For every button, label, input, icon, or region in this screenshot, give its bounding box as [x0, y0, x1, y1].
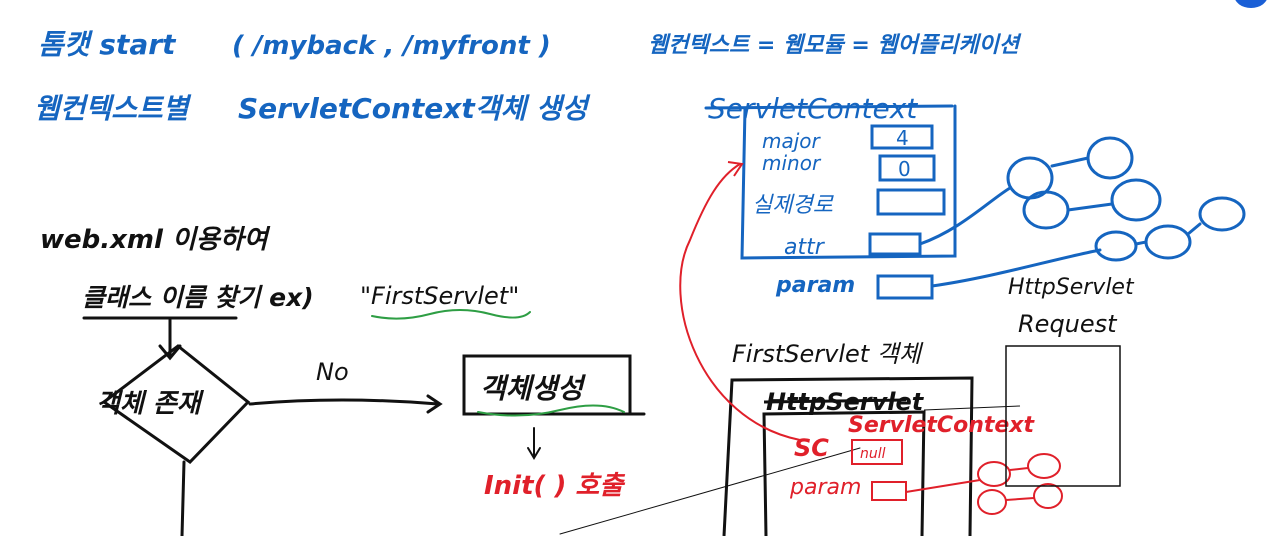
http-servlet-strike [763, 398, 907, 404]
attr-link-2 [1050, 156, 1090, 168]
no-arrow [248, 394, 443, 414]
attr-label: attr [784, 235, 826, 260]
param-red-link-2 [1009, 467, 1029, 471]
attr-link-1 [918, 186, 1012, 246]
no-label: No [316, 358, 349, 386]
avatar[interactable] [1234, 0, 1268, 8]
flow-diagram: web.xml 이용하여 클래스 이름 찾기 ex) "FirstServlet… [40, 225, 861, 536]
param-red-link [905, 479, 981, 493]
param-red-node-2 [977, 489, 1007, 515]
tomcat-start-text: 톰캣 start [38, 28, 177, 61]
attr-node-3 [1086, 136, 1134, 180]
request-object: HttpServlet Request [1005, 275, 1135, 487]
attr-value-box [868, 232, 922, 256]
context-paths-text: ( /myback , /myfront ) [232, 31, 551, 61]
minor-label: minor [762, 151, 822, 175]
attr-node-2 [1022, 190, 1070, 230]
find-class-text: 클래스 이름 찾기 ex) [82, 283, 314, 312]
param-node-1 [1094, 230, 1138, 262]
web-context-equation: 웹컨텍스트 = 웹모듈 = 웹어플리케이션 [648, 33, 1022, 58]
param-red-link-3 [1005, 497, 1035, 501]
minor-value-box [878, 154, 936, 182]
inner-divider [923, 405, 1021, 411]
attr-node-4 [1110, 178, 1162, 222]
servlet-context-box [740, 104, 957, 260]
param-node-2 [1144, 224, 1192, 260]
init-call-text: Init( ) 호출 [484, 471, 625, 501]
param-node-3 [1198, 196, 1246, 232]
servlet-context-create-text: ServletContext객체 생성 [238, 92, 591, 125]
param-red-node-3 [1027, 453, 1061, 479]
first-servlet-caption: FirstServlet 객체 [732, 340, 924, 368]
param-link-3 [1186, 222, 1202, 236]
red-reference-arrow [679, 161, 801, 441]
real-path-value-box [876, 188, 946, 216]
decision-text: 객체 존재 [96, 389, 205, 419]
request-line-1: HttpServlet [1008, 275, 1135, 300]
arrow-down [158, 318, 182, 361]
top-left-notes: 톰캣 start ( /myback , /myfront ) 웹컨텍스트별 S… [34, 28, 591, 125]
servlet-context-diagram: 웹컨텍스트 = 웹모듈 = 웹어플리케이션 ServletContext maj… [648, 33, 1246, 300]
sc-value: null [860, 446, 886, 462]
create-object-box [462, 354, 632, 416]
servlet-object: FirstServlet 객체 HttpServlet SC null Serv… [679, 161, 1063, 536]
create-green-underline [477, 404, 625, 417]
real-path-label: 실제경로 [752, 193, 835, 218]
param-red-box [871, 481, 907, 501]
param-label: param [775, 273, 855, 298]
servlet-context-red-label: ServletContext [848, 413, 1035, 438]
param-red-label: param [789, 475, 861, 500]
param-red-node-4 [1033, 483, 1063, 509]
servlet-inner-box [762, 410, 926, 536]
create-object-text: 객체생성 [480, 372, 586, 405]
per-context-text: 웹컨텍스트별 [34, 92, 192, 125]
sc-value-box [851, 439, 903, 465]
major-value: 4 [896, 126, 909, 150]
attr-link-3 [1066, 202, 1114, 212]
major-value-box [870, 124, 934, 150]
minor-value: 0 [898, 157, 911, 181]
servlet-outer-box [722, 376, 974, 536]
param-red-node-1 [977, 461, 1011, 487]
web-xml-text: web.xml 이용하여 [40, 225, 271, 255]
request-line-2: Request [1018, 310, 1118, 338]
param-link-2 [1134, 240, 1148, 246]
sc-label: SC [794, 434, 829, 462]
request-box [1005, 345, 1121, 487]
example-name-text: "FirstServlet" [360, 282, 519, 310]
title-strike [704, 104, 954, 110]
example-green-underline [371, 309, 531, 320]
param-link-1 [930, 248, 1102, 288]
link-to-servlet [559, 447, 861, 535]
param-value-box [876, 274, 934, 300]
decision-down-line [180, 460, 186, 536]
decision-diamond [101, 344, 251, 464]
arrow-to-init [527, 427, 541, 460]
major-label: major [762, 129, 822, 153]
